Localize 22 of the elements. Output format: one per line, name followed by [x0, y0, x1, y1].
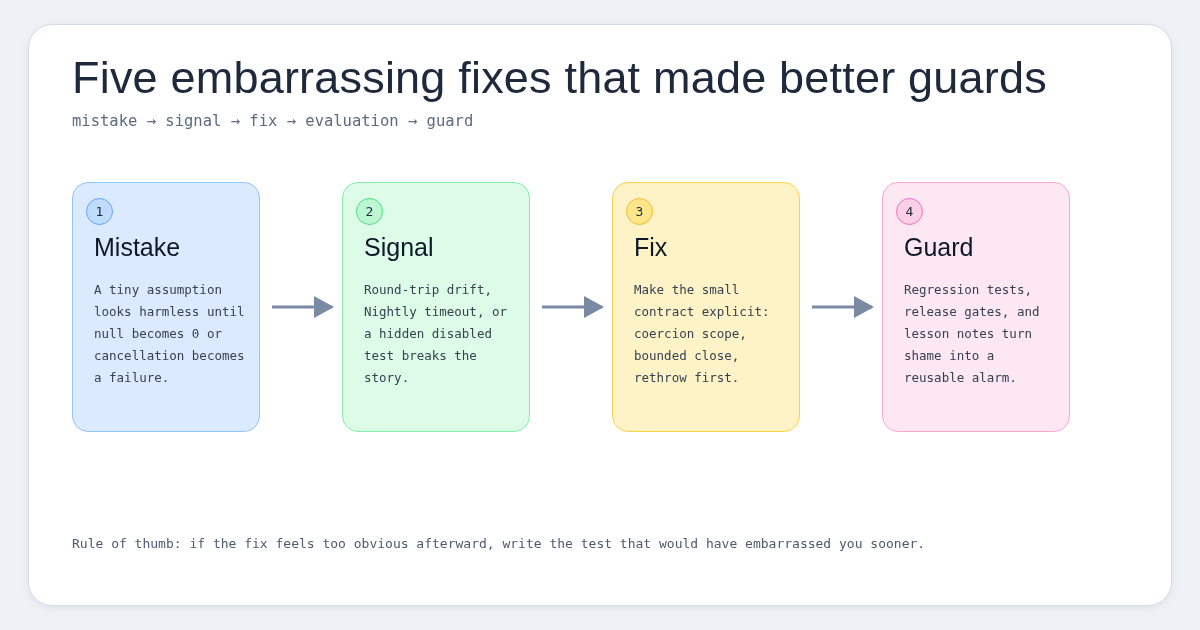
- arrow: [272, 296, 334, 318]
- arrow: [542, 296, 604, 318]
- step-description: Make the small contract explicit: coercion scope, bounded close, rethrow first.: [634, 281, 771, 387]
- footnote: Rule of thumb: if the fix feels too obvious afterward, write the test that would have embarrassed you sooner.: [72, 535, 926, 553]
- step-number-badge: 1: [86, 198, 113, 225]
- step-heading: Signal: [364, 232, 434, 262]
- diagram-title: Five embarrassing fixes that made better guards: [72, 52, 1047, 104]
- step-card: [612, 182, 800, 432]
- step-card: [72, 182, 260, 432]
- step-number-badge: 2: [356, 198, 383, 225]
- step-description: Regression tests, release gates, and lesson notes turn shame into a reusable alarm.: [904, 281, 1041, 387]
- step-description: Round-trip drift, Nightly timeout, or a hidden disabled test breaks the story.: [364, 281, 508, 387]
- step-card: [342, 182, 530, 432]
- subtitle: mistake → signal → fix → evaluation → guard: [72, 111, 474, 131]
- step-heading: Mistake: [94, 232, 181, 262]
- step-heading: Guard: [904, 232, 974, 262]
- step-description: A tiny assumption looks harmless until null becomes 0 or cancellation becomes a failure.: [94, 281, 246, 387]
- step-heading: Fix: [634, 232, 668, 262]
- arrow: [812, 296, 874, 318]
- step-card: [882, 182, 1070, 432]
- step-number-badge: 4: [896, 198, 923, 225]
- step-number-badge: 3: [626, 198, 653, 225]
